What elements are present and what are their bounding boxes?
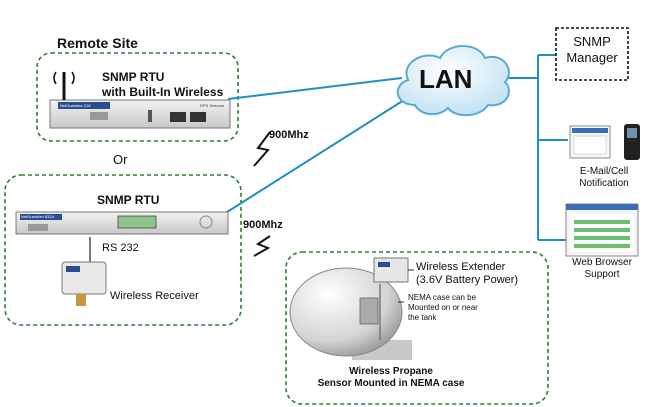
propane-sensor-label: Wireless Propane Sensor Mounted in NEMA … xyxy=(296,366,486,390)
propane-label-line1: Wireless Propane xyxy=(349,366,433,377)
email-label-line1: E-Mail/Cell xyxy=(579,166,629,177)
lan-cloud-icon xyxy=(396,45,510,117)
extender-label-line2: (3.6V Battery Power) xyxy=(416,274,519,286)
wireless-receiver-label: Wireless Receiver xyxy=(110,290,199,302)
remote-site-label: Remote Site xyxy=(57,35,138,51)
propane-label-line2: Sensor Mounted in NEMA case xyxy=(317,378,465,389)
rtu-device xyxy=(15,211,229,235)
email-label-line2: Notification xyxy=(579,178,629,189)
link-rtu-to-lan xyxy=(204,94,413,227)
nema-case-note: NEMA case can be Mounted on or near the … xyxy=(408,293,478,323)
snmp-manager-label: SNMP Manager xyxy=(562,34,622,66)
nema-note-line3: the tank xyxy=(408,313,437,322)
email-notification-label: E-Mail/Cell Notification xyxy=(566,166,642,190)
wireless-rtu-device xyxy=(49,71,231,129)
propane-tank-icon xyxy=(289,267,412,360)
wireless-extender-label: Wireless Extender (3.6V Battery Power) xyxy=(416,261,518,287)
rs232-label: RS 232 xyxy=(102,242,139,254)
wireless-rtu-logo: DPS Telecom xyxy=(200,103,225,108)
rtu-wireless-title: SNMP RTU with Built-In Wireless xyxy=(102,70,223,100)
wireless-rtu-brand: NetGuardian 216 xyxy=(60,103,91,108)
rtu-brand: NetGuardian 832A xyxy=(21,214,55,219)
snmp-manager-label-line2: Manager xyxy=(566,50,618,65)
wireless-extender-device xyxy=(373,257,409,283)
web-browser-icon xyxy=(565,203,639,257)
lightning-bolt-icon-top xyxy=(253,131,271,167)
snmp-manager-label-line1: SNMP xyxy=(573,34,611,49)
browser-label-line2: Support xyxy=(584,269,620,280)
rtu-title: SNMP RTU xyxy=(97,193,160,207)
lan-label: LAN xyxy=(419,64,473,94)
wireless-receiver-device xyxy=(61,261,107,306)
propane-site-region xyxy=(285,251,549,405)
email-notification-icon xyxy=(569,124,640,160)
link-wireless-rtu-to-lan xyxy=(227,77,403,100)
rtu-wireless-title-line1: SNMP RTU xyxy=(102,70,165,84)
frequency-label-top: 900Mhz xyxy=(269,129,309,141)
web-browser-label: Web Browser Support xyxy=(562,257,642,281)
nema-note-line2: Mounted on or near xyxy=(408,303,478,312)
lightning-bolt-icon-bottom xyxy=(253,235,271,257)
remote-site-rtu-region xyxy=(4,174,242,326)
snmp-manager-box xyxy=(555,27,629,81)
nema-note-line1: NEMA case can be xyxy=(408,293,477,302)
browser-label-line1: Web Browser xyxy=(572,257,632,268)
or-label: Or xyxy=(113,152,128,167)
extender-label-line1: Wireless Extender xyxy=(416,261,506,273)
frequency-label-bottom: 900Mhz xyxy=(243,219,283,231)
rtu-wireless-title-line2: with Built-In Wireless xyxy=(102,85,224,99)
